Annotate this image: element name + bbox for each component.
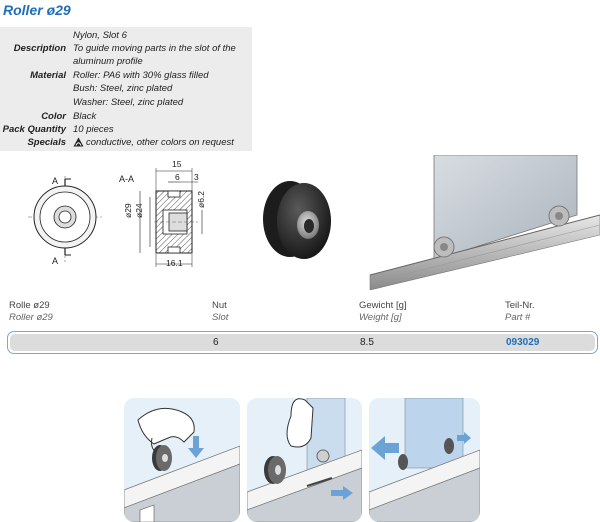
mounting-step-3-panel: [369, 398, 480, 522]
spec-label: Material: [30, 70, 66, 81]
spec-label: Specials: [27, 137, 66, 148]
spec-label: Color: [41, 111, 66, 122]
dim-outer-diameter: ø29: [123, 203, 133, 218]
spec-value: Roller: PA6 with 30% glass filled: [73, 70, 209, 81]
arrow-right-icon: [331, 486, 353, 500]
esd-conductive-icon: [73, 137, 84, 147]
dim-offset: 3: [194, 172, 199, 182]
mounting-step-2-panel: [247, 398, 362, 522]
col-header-part: Teil-Nr. Part #: [505, 300, 535, 323]
spec-label: Pack Quantity: [2, 124, 66, 135]
dim-groove: 6: [175, 172, 180, 182]
glass-door-application-image: [369, 155, 600, 290]
section-marker-bottom: A: [52, 256, 59, 266]
col-header-weight: Gewicht [g] Weight [g]: [359, 300, 407, 323]
spec-value: 10 pieces: [73, 124, 114, 135]
spec-block: Nylon, Slot 6 Description To guide movin…: [0, 27, 252, 151]
col-header-slot: Nut Slot: [212, 300, 229, 323]
step-3-illustration: [369, 398, 480, 522]
dim-bore-diameter: ø6.2: [196, 190, 206, 208]
table-row[interactable]: 6 8.5 093029: [7, 331, 598, 354]
front-view-drawing: [28, 176, 102, 262]
spec-value: Black: [73, 111, 97, 122]
section-view-drawing: [139, 168, 203, 267]
section-marker-top: A: [52, 176, 59, 186]
spec-value: To guide moving parts in the slot of the: [73, 43, 236, 54]
cell-weight: 8.5: [360, 337, 374, 348]
arrow-down-icon: [188, 436, 204, 458]
arrow-right-icon: [457, 432, 471, 444]
step-1-illustration: [124, 407, 240, 522]
dim-width: 15: [172, 159, 182, 169]
cell-slot: 6: [213, 337, 219, 348]
section-label: A-A: [119, 174, 135, 184]
col-header-roller: Rolle ø29 Roller ø29: [9, 300, 53, 323]
product-title: Roller ø29: [3, 2, 71, 18]
spec-value: conductive, other colors on request: [86, 137, 234, 148]
dim-inner-diameter: ø24: [134, 203, 144, 218]
arrow-left-icon: [371, 436, 399, 460]
dim-total-width: 16.1: [166, 258, 183, 268]
roller-product-image: [263, 181, 331, 259]
step-2-illustration: [247, 398, 362, 522]
cell-part-number[interactable]: 093029: [506, 337, 540, 348]
mounting-step-1-panel: [124, 398, 240, 522]
spec-label: Description: [13, 43, 66, 54]
